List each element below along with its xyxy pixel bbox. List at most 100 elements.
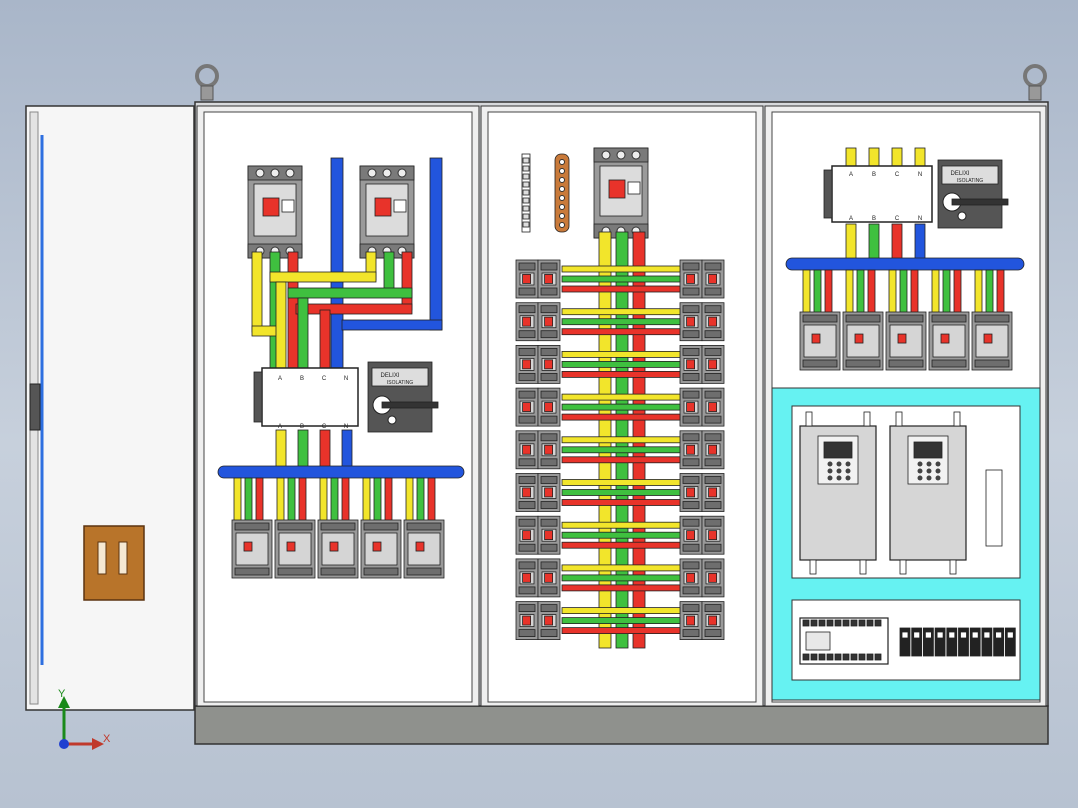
plc-module bbox=[799, 617, 889, 665]
busbar-segment bbox=[561, 265, 681, 273]
breaker-toggle bbox=[522, 615, 531, 626]
breaker-toggle bbox=[983, 333, 993, 344]
isolator-nameplate bbox=[371, 367, 429, 387]
phase-label-b: B bbox=[300, 424, 304, 430]
branch-breaker bbox=[701, 302, 725, 342]
isolator-end bbox=[823, 169, 833, 219]
terminal-screw bbox=[255, 168, 265, 178]
breaker-label bbox=[627, 181, 641, 195]
busbar-segment bbox=[233, 477, 242, 523]
vfd-key bbox=[917, 461, 923, 467]
busbar-segment bbox=[561, 328, 681, 336]
breaker-terminals bbox=[540, 433, 558, 442]
terminal-block bbox=[522, 197, 530, 204]
breaker-terminals bbox=[540, 501, 558, 509]
breaker-toggle bbox=[854, 333, 864, 344]
terminal-screw bbox=[270, 168, 280, 178]
busbar-segment bbox=[867, 269, 876, 315]
breaker-terminals bbox=[704, 629, 722, 637]
plc-port bbox=[805, 631, 831, 651]
breaker-terminals bbox=[704, 390, 722, 399]
busbar-segment bbox=[255, 477, 264, 523]
branch-breaker bbox=[537, 558, 561, 598]
breaker-terminals bbox=[682, 287, 700, 296]
busbar-segment bbox=[416, 477, 425, 523]
busbar-segment bbox=[561, 499, 681, 506]
terminal-block bbox=[522, 221, 530, 228]
terminal-screw bbox=[631, 150, 641, 160]
breaker-terminals bbox=[682, 433, 700, 442]
isolator-caption-text: ISOLATING bbox=[957, 178, 983, 184]
plc-terminal bbox=[826, 619, 834, 627]
vfd-terminal bbox=[895, 411, 903, 427]
breaker-terminals bbox=[845, 359, 881, 368]
breaker-terminals bbox=[682, 561, 700, 570]
busbar-segment bbox=[269, 271, 377, 283]
vfd-terminal bbox=[805, 411, 813, 427]
busbar-segment bbox=[298, 477, 307, 523]
terminal-screw bbox=[995, 631, 1002, 639]
door-handle-icon[interactable] bbox=[83, 525, 145, 601]
busbar-segment bbox=[561, 574, 681, 582]
branch-breaker bbox=[537, 473, 561, 512]
vfd-key bbox=[926, 475, 932, 481]
plc-terminal bbox=[850, 619, 858, 627]
terminal-screw bbox=[1006, 631, 1014, 639]
busbar-segment bbox=[319, 429, 331, 469]
breaker-terminals bbox=[518, 433, 536, 442]
breaker-terminals bbox=[518, 330, 536, 339]
breaker-toggle bbox=[544, 487, 553, 498]
busbar-segment bbox=[561, 531, 681, 539]
breaker-terminals bbox=[931, 314, 967, 323]
terminal-block bbox=[522, 165, 530, 172]
phase-label-c: C bbox=[322, 424, 327, 430]
open-door[interactable] bbox=[25, 105, 195, 711]
terminal-screw bbox=[559, 222, 565, 228]
isolator-nameplate bbox=[941, 165, 999, 185]
phase-label-n: N bbox=[918, 216, 922, 222]
busbar-segment bbox=[845, 269, 854, 315]
breaker-toggle bbox=[686, 615, 695, 626]
plc-terminal bbox=[874, 653, 882, 661]
lifting-eye-icon bbox=[195, 64, 219, 101]
phase-label-n: N bbox=[344, 424, 348, 430]
busbar-segment bbox=[401, 251, 413, 311]
busbar-segment bbox=[802, 269, 811, 315]
isolator-end bbox=[253, 371, 263, 423]
busbar-segment bbox=[362, 477, 371, 523]
busbar-segment bbox=[561, 318, 681, 326]
breaker-toggle bbox=[262, 197, 280, 217]
busbar-segment bbox=[427, 477, 436, 523]
plc-terminal bbox=[802, 653, 810, 661]
breaker-toggle bbox=[940, 333, 950, 344]
busbar-segment bbox=[845, 223, 857, 261]
busbar-segment bbox=[384, 477, 393, 523]
phase-label-n: N bbox=[918, 172, 922, 178]
axis-x-arrow bbox=[92, 738, 104, 750]
busbar-segment bbox=[297, 297, 309, 369]
busbar-segment bbox=[244, 477, 253, 523]
terminal-block bbox=[522, 173, 530, 180]
breaker-terminals bbox=[518, 543, 536, 552]
breaker-terminals bbox=[540, 305, 558, 314]
breaker-toggle bbox=[708, 615, 717, 626]
plc-terminal bbox=[818, 653, 826, 661]
busbar-segment bbox=[561, 403, 681, 411]
busbar-segment bbox=[561, 275, 681, 283]
busbar-segment bbox=[824, 269, 833, 315]
vfd-key bbox=[845, 475, 851, 481]
plc-terminal bbox=[850, 653, 858, 661]
breaker-terminals bbox=[704, 415, 722, 424]
breaker-toggle bbox=[708, 530, 717, 541]
breaker-terminals bbox=[888, 359, 924, 368]
plc-terminal bbox=[858, 619, 866, 627]
terminal-block bbox=[958, 627, 969, 657]
terminal-screw bbox=[616, 150, 626, 160]
phase-label-b: B bbox=[300, 376, 304, 382]
breaker-terminals bbox=[234, 567, 270, 576]
breaker-terminals bbox=[406, 567, 442, 576]
branch-breaker bbox=[701, 387, 725, 427]
busbar-segment bbox=[891, 147, 903, 169]
plc-terminal bbox=[826, 653, 834, 661]
axis-origin bbox=[59, 739, 69, 749]
